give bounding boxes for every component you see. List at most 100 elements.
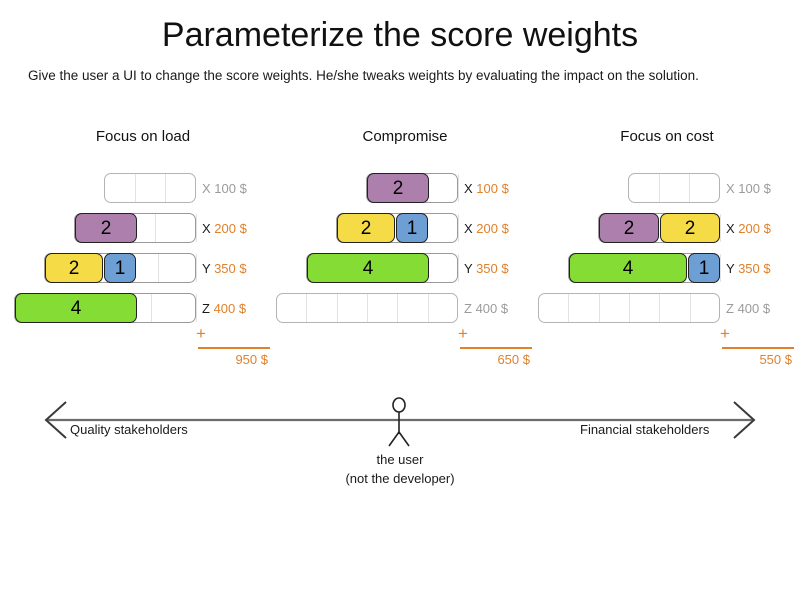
slider-slot[interactable] — [421, 254, 459, 282]
row-key: Y — [726, 260, 735, 276]
weight-slider-track[interactable] — [628, 173, 720, 203]
slider-slot[interactable] — [539, 294, 570, 322]
slider-slot[interactable] — [690, 174, 721, 202]
weight-chip[interactable]: 4 — [15, 293, 137, 323]
axis-center-line1: the user — [376, 452, 424, 467]
weight-chip[interactable]: 1 — [688, 253, 720, 283]
slider-slot[interactable] — [660, 174, 691, 202]
slider-slot[interactable] — [106, 294, 152, 322]
slider-slot[interactable] — [660, 294, 691, 322]
row-label: Z 400 $ — [464, 301, 538, 316]
slider-slot[interactable] — [121, 254, 159, 282]
slider-slot[interactable] — [428, 174, 459, 202]
total-value: 550 $ — [759, 352, 792, 367]
slider-slot[interactable] — [569, 294, 600, 322]
total-block: +550 $ — [716, 324, 794, 367]
weight-chip[interactable]: 4 — [307, 253, 429, 283]
weight-chip[interactable]: 1 — [396, 213, 428, 243]
total-rule — [460, 347, 532, 349]
slider-slot[interactable] — [152, 294, 197, 322]
slider-slot[interactable] — [105, 174, 136, 202]
total-block: +650 $ — [454, 325, 532, 367]
row-label: Y 350 $ — [726, 261, 800, 276]
weight-slider-track[interactable] — [104, 173, 196, 203]
row-key: X — [202, 180, 211, 196]
weight-slider-track[interactable] — [538, 293, 720, 323]
slider-slot[interactable] — [600, 294, 630, 322]
row-amount: 400 $ — [737, 300, 771, 316]
weight-chip[interactable]: 4 — [569, 253, 687, 283]
row-label: X 200 $ — [202, 221, 276, 236]
row-label: X 200 $ — [726, 221, 800, 236]
weight-slider-track[interactable]: 2 — [74, 213, 197, 243]
row-label: Z 400 $ — [726, 301, 800, 316]
row-key: Z — [464, 300, 472, 316]
weight-chip[interactable]: 2 — [45, 253, 103, 283]
slider-slot[interactable] — [159, 254, 197, 282]
row-amount: 100 $ — [476, 180, 509, 196]
slider-slot[interactable] — [429, 294, 459, 322]
scenario-title: Compromise — [362, 128, 448, 145]
weight-chip[interactable]: 2 — [75, 213, 137, 243]
weight-chip[interactable]: 2 — [599, 213, 659, 243]
row-key: Z — [202, 300, 210, 316]
slider-slot[interactable] — [418, 214, 459, 242]
weight-row: 4 Z 400 $ — [10, 288, 276, 328]
weight-slider-track[interactable]: 4 — [306, 253, 459, 283]
slider-slot[interactable] — [338, 294, 368, 322]
row-amount: 200 $ — [214, 220, 247, 236]
slider-slot[interactable] — [136, 174, 167, 202]
weight-chip[interactable]: 2 — [337, 213, 395, 243]
slider-slot[interactable] — [630, 294, 661, 322]
weight-chip[interactable]: 1 — [104, 253, 136, 283]
slider-slot[interactable] — [166, 174, 197, 202]
weight-row: Z 400 $ — [534, 288, 800, 328]
weight-slider-track[interactable]: 4 — [14, 293, 197, 323]
total-rule — [198, 347, 270, 349]
total-rule — [722, 347, 794, 349]
slider-slot[interactable] — [116, 214, 157, 242]
total-value: 950 $ — [235, 352, 268, 367]
row-label: Y 350 $ — [202, 261, 276, 276]
row-label: X 100 $ — [202, 181, 276, 196]
weight-slider-track[interactable]: 2 — [366, 173, 459, 203]
row-amount: 200 $ — [738, 220, 771, 236]
slider-slot[interactable] — [629, 174, 660, 202]
weight-row: X 100 $ — [534, 168, 800, 208]
scenario-total: +550 $ — [534, 324, 800, 378]
slider-slot[interactable] — [680, 214, 721, 242]
weight-slider-track[interactable] — [276, 293, 458, 323]
stakeholder-axis: Quality stakeholders Financial stakehold… — [0, 392, 800, 502]
slider-slot[interactable] — [307, 294, 338, 322]
row-key: Y — [202, 260, 211, 276]
row-amount: 350 $ — [476, 260, 509, 276]
row-key: Z — [726, 300, 734, 316]
row-key: X — [464, 220, 473, 236]
weight-chip[interactable]: 2 — [367, 173, 429, 203]
plus-sign: + — [720, 324, 730, 343]
weight-row: X 100 $ — [10, 168, 276, 208]
scenario-title: Focus on load — [95, 128, 191, 145]
slider-slot[interactable] — [691, 294, 721, 322]
row-amount: 400 $ — [213, 300, 247, 316]
row-key: X — [726, 220, 735, 236]
slider-slot[interactable] — [683, 254, 721, 282]
weight-row: Z 400 $ — [272, 288, 538, 328]
scenario-title: Focus on cost — [620, 128, 714, 145]
slider-slot[interactable] — [156, 214, 197, 242]
slider-slot[interactable] — [398, 294, 429, 322]
slider-slot[interactable] — [368, 294, 399, 322]
slider-slot[interactable] — [277, 294, 308, 322]
row-label: Z 400 $ — [202, 301, 276, 316]
axis-label-center: the user (not the developer) — [300, 450, 500, 488]
weight-chip[interactable]: 2 — [660, 213, 720, 243]
